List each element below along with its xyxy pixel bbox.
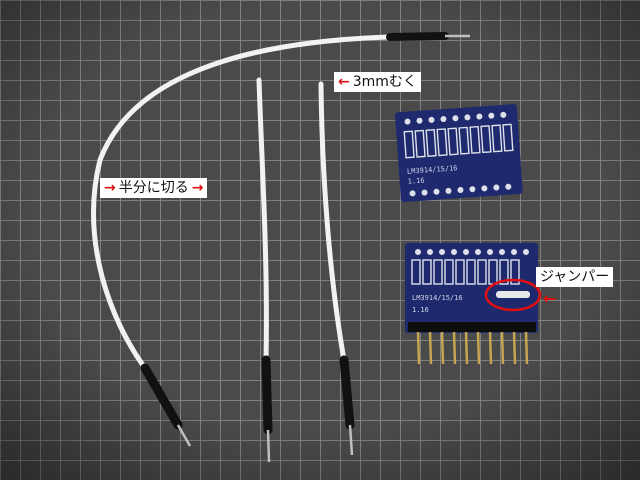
jumper-on-board [496,291,530,298]
cut-half-label: → 半分に切る → [100,178,208,198]
jumper-label: ジャンパー [536,267,614,287]
cut-half-text: 半分に切る [118,180,189,196]
pcb-board-top: LM3914/15/16 1.16 [395,104,523,203]
pcb-bottom-silkscreen-small: 1.16 [412,306,429,314]
pcb-top-silkscreen: LM3914/15/16 [407,164,458,176]
pin-header [408,322,536,332]
pcb-top-silkscreen-small: 1.16 [407,177,424,186]
pcb-bottom-silkscreen: LM3914/15/16 [412,294,463,302]
stripped-jumper-wire [318,81,355,456]
middle-jumper-wire [256,77,273,463]
arrow-left-icon: ← [543,289,557,308]
arrow-right-icon: → [104,180,116,196]
strip-3mm-text: 3mmむく [352,74,417,90]
jumper-text: ジャンパー [540,269,610,285]
arrow-right-icon: → [191,180,204,196]
strip-3mm-label: ← 3mmむく [334,72,421,92]
jumper-arrow-label: ← [541,289,558,309]
long-jumper-wire [91,32,470,447]
arrow-left-icon: ← [338,74,350,90]
jumper-highlight-ellipse [484,278,542,312]
